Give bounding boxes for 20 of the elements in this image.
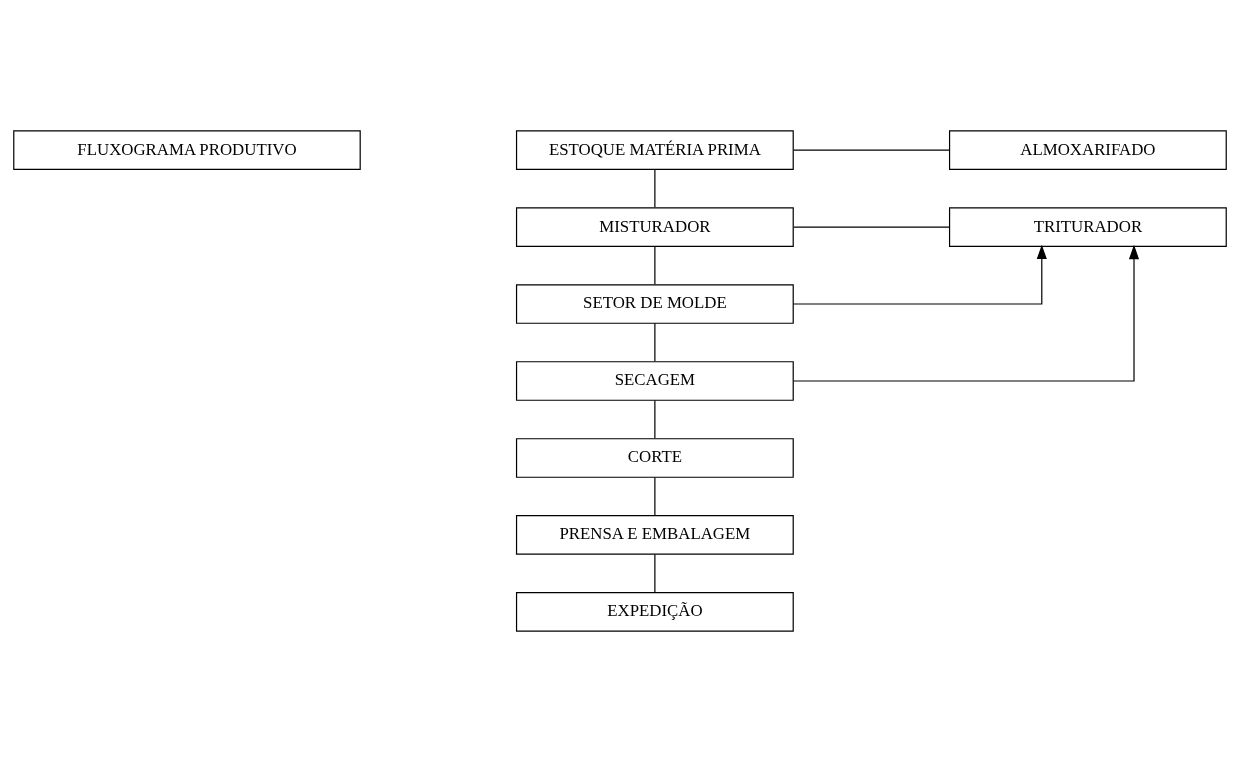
connector (654, 322, 656, 362)
connector (654, 245, 656, 285)
node-box: SETOR DE MOLDE (515, 284, 794, 324)
node-box: SECAGEM (515, 361, 794, 401)
node-box: ESTOQUE MATÉRIA PRIMA (515, 130, 794, 170)
node-box: EXPEDIÇÃO (515, 592, 794, 632)
connector (654, 168, 656, 208)
node-box: ALMOXARIFADO (949, 130, 1227, 170)
arrow (792, 244, 1140, 382)
connector (654, 476, 656, 516)
node-box: PRENSA E EMBALAGEM (515, 515, 794, 555)
connector (654, 399, 656, 439)
node-box: CORTE (515, 438, 794, 478)
arrow (792, 244, 1047, 305)
node-box: TRITURADOR (949, 207, 1227, 247)
connector (793, 226, 951, 228)
connector (793, 149, 951, 151)
connector (654, 553, 656, 593)
node-box: FLUXOGRAMA PRODUTIVO (13, 130, 361, 170)
node-box: MISTURADOR (515, 207, 794, 247)
